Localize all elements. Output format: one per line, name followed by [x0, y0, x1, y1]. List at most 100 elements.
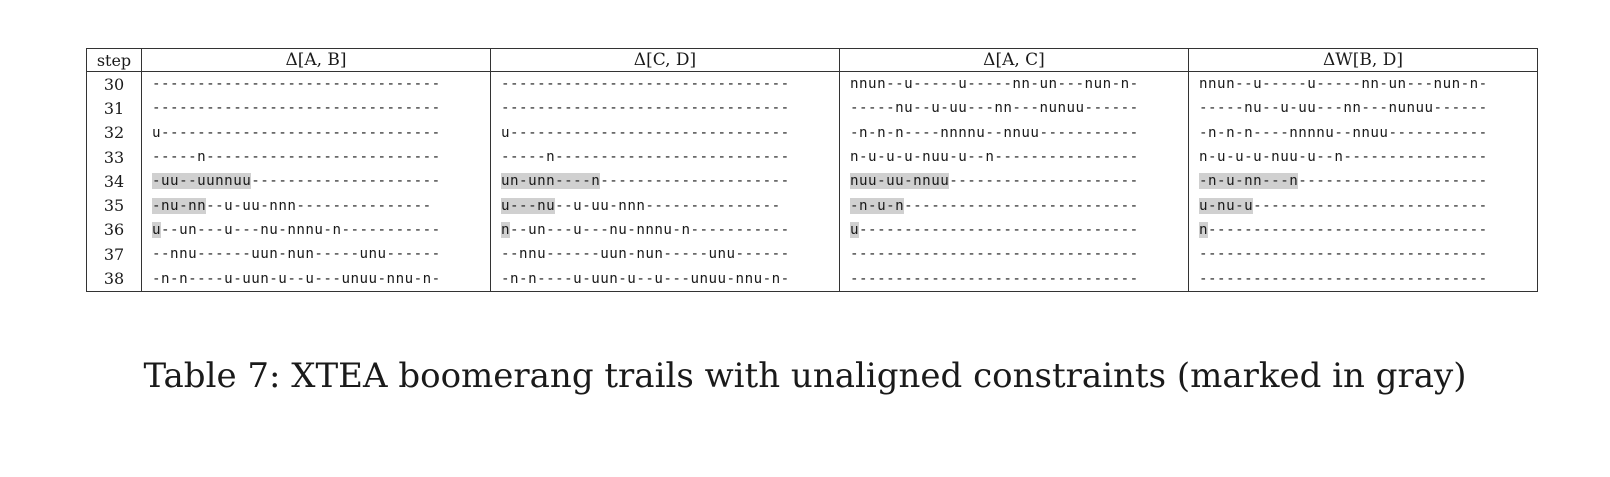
trail-text: -------------------------------- — [850, 246, 1139, 263]
step-cell: 32 — [86, 120, 142, 145]
trail-cell: u--un---u---nu-nnnu-n----------- — [141, 217, 491, 243]
trail-text: -------------------------------- — [850, 270, 1139, 287]
unaligned-constraint-highlight: u-nu-u — [1199, 197, 1254, 214]
table-caption: Table 7: XTEA boomerang trails with unal… — [143, 356, 1467, 396]
step-cell: 33 — [86, 144, 142, 170]
table-row: 38-n-n----u-uun-u--u---unuu-nnu-n--n-n--… — [86, 266, 1538, 292]
trail-cell: n-u-u-u-nuu-u--n---------------- — [1188, 144, 1538, 170]
step-cell: 38 — [86, 266, 142, 292]
trail-cell: -----nu--u-uu---nn---nunuu------ — [839, 96, 1189, 121]
trail-text: ------------------------------- — [859, 221, 1139, 238]
trail-text: -------------------------------- — [501, 76, 790, 93]
trail-cell: u------------------------------- — [839, 217, 1189, 243]
trail-cell: -----n-------------------------- — [490, 144, 840, 170]
trail-cell: -n-n----u-uun-u--u---unuu-nnu-n- — [141, 266, 491, 292]
table-row: 33 -----n-------------------------- -----n… — [86, 144, 1538, 170]
trail-cell: un-unn----n--------------------- — [490, 169, 840, 194]
trail-cell: n-u-u-u-nuu-u--n---------------- — [839, 144, 1189, 170]
trail-text: --------------------- — [949, 173, 1139, 190]
trail-text: --u-uu-nnn--------------- — [206, 197, 432, 214]
trail-cell: -----n-------------------------- — [141, 144, 491, 170]
trail-text: --------------------- — [1298, 173, 1488, 190]
trail-text: -------------------------------- — [1199, 246, 1488, 263]
trail-cell: -uu--uunnuu--------------------- — [141, 169, 491, 194]
trail-cell: -n-n-n----nnnnu--nnuu----------- — [1188, 120, 1538, 145]
trail-cell: nnun--u-----u-----nn-un---nun-n- — [1188, 71, 1538, 97]
trail-text: -n-n----u-uun-u--u---unuu-nnu-n- — [501, 270, 790, 287]
table-row: 37 --nnu------uun-nun-----unu------ --nnu-… — [86, 242, 1538, 267]
trail-table-container: step Δ[A, B] Δ[C, D] Δ[A, C] ΔW[B, D] 30… — [86, 48, 1538, 292]
trail-cell: -------------------------------- — [1188, 242, 1538, 267]
trail-cell: nnun--u-----u-----nn-un---nun-n- — [839, 71, 1189, 97]
table-row: 30 -------------------------------- ------… — [86, 71, 1538, 97]
trail-text: nnun--u-----u-----nn-un---nun-n- — [850, 76, 1139, 93]
trail-cell: -n-n-n----nnnnu--nnuu----------- — [839, 120, 1189, 145]
header-delta-ac: Δ[A, C] — [839, 48, 1189, 72]
trail-cell: -n-u-n-------------------------- — [839, 193, 1189, 218]
trail-text: u------------------------------- — [501, 124, 790, 141]
trail-text: n-u-u-u-nuu-u--n---------------- — [1199, 149, 1488, 166]
table-row: 31 -------------------------------- ------… — [86, 96, 1538, 121]
trail-cell: n--un---u---nu-nnnu-n----------- — [490, 217, 840, 243]
trail-cell: -------------------------------- — [141, 96, 491, 121]
trail-cell: u------------------------------- — [141, 120, 491, 145]
trail-text: -----n-------------------------- — [501, 149, 790, 166]
step-cell: 34 — [86, 169, 142, 194]
table-row: 32 u------------------------------- u-----… — [86, 120, 1538, 145]
trail-text: nnun--u-----u-----nn-un---nun-n- — [1199, 76, 1488, 93]
trail-text: -------------------------- — [904, 197, 1139, 214]
trail-text: --------------------- — [251, 173, 441, 190]
trail-text: --un---u---nu-nnnu-n----------- — [510, 221, 790, 238]
trail-cell: -------------------------------- — [490, 71, 840, 97]
trail-cell: u---nu--u-uu-nnn--------------- — [490, 193, 840, 218]
trail-cell: -------------------------------- — [839, 242, 1189, 267]
trail-cell: u-nu-u-------------------------- — [1188, 193, 1538, 218]
trail-text: n-u-u-u-nuu-u--n---------------- — [850, 149, 1139, 166]
trail-text: --nnu------uun-nun-----unu------ — [152, 246, 441, 263]
unaligned-constraint-highlight: -n-u-nn---n — [1199, 173, 1299, 190]
trail-text: -------------------------- — [1253, 197, 1488, 214]
trail-text: u------------------------------- — [152, 124, 441, 141]
trail-cell: nuu-uu-nnuu--------------------- — [839, 169, 1189, 194]
header-step: step — [86, 48, 142, 72]
trail-text: -------------------------------- — [152, 100, 441, 117]
trail-text: -------------------------------- — [152, 76, 441, 93]
trail-text: --nnu------uun-nun-----unu------ — [501, 246, 790, 263]
unaligned-constraint-highlight: n — [501, 221, 511, 238]
unaligned-constraint-highlight: n — [1199, 221, 1209, 238]
step-cell: 31 — [86, 96, 142, 121]
header-row: step Δ[A, B] Δ[C, D] Δ[A, C] ΔW[B, D] — [86, 48, 1538, 72]
trail-cell: n------------------------------- — [1188, 217, 1538, 243]
header-delta-w-bd: ΔW[B, D] — [1188, 48, 1538, 72]
trail-cell: -------------------------------- — [839, 266, 1189, 292]
trail-cell: -n-n----u-uun-u--u---unuu-nnu-n- — [490, 266, 840, 292]
unaligned-constraint-highlight: nuu-uu-nnuu — [850, 173, 950, 190]
trail-cell: -------------------------------- — [141, 71, 491, 97]
step-cell: 36 — [86, 217, 142, 243]
header-delta-ab: Δ[A, B] — [141, 48, 491, 72]
step-cell: 30 — [86, 71, 142, 97]
trail-cell: -n-u-nn---n--------------------- — [1188, 169, 1538, 194]
trail-text: -n-n-n----nnnnu--nnuu----------- — [1199, 124, 1488, 141]
trail-text: -n-n-n----nnnnu--nnuu----------- — [850, 124, 1139, 141]
unaligned-constraint-highlight: -uu--uunnuu — [152, 173, 252, 190]
trail-text: -----nu--u-uu---nn---nunuu------ — [1199, 100, 1488, 117]
unaligned-constraint-highlight: u — [152, 221, 162, 238]
trail-cell: -------------------------------- — [1188, 266, 1538, 292]
trail-text: -------------------------------- — [1199, 270, 1488, 287]
unaligned-constraint-highlight: u---nu — [501, 197, 556, 214]
trail-cell: --nnu------uun-nun-----unu------ — [141, 242, 491, 267]
table-row: 35-nu-nn--u-uu-nnn---------------u---nu-… — [86, 193, 1538, 218]
trail-cell: --nnu------uun-nun-----unu------ — [490, 242, 840, 267]
unaligned-constraint-highlight: -nu-nn — [152, 197, 207, 214]
trail-text: --un---u---nu-nnnu-n----------- — [161, 221, 441, 238]
trail-text: -------------------------------- — [501, 100, 790, 117]
trail-cell: -----nu--u-uu---nn---nunuu------ — [1188, 96, 1538, 121]
unaligned-constraint-highlight: -n-u-n — [850, 197, 905, 214]
header-delta-cd: Δ[C, D] — [490, 48, 840, 72]
step-cell: 37 — [86, 242, 142, 267]
trail-text: -----n-------------------------- — [152, 149, 441, 166]
trail-text: -----nu--u-uu---nn---nunuu------ — [850, 100, 1139, 117]
trail-cell: -nu-nn--u-uu-nnn--------------- — [141, 193, 491, 218]
